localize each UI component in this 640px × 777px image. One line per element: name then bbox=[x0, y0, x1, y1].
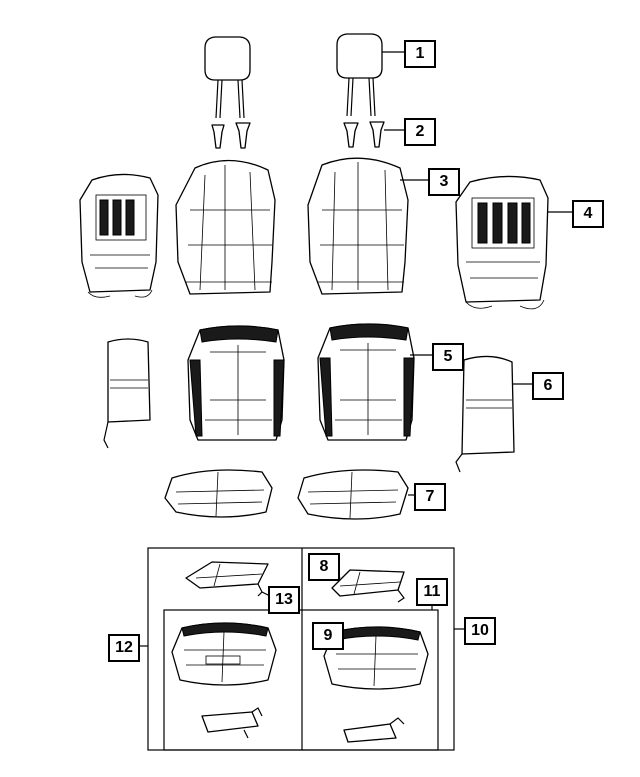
headrest-guides-left bbox=[211, 122, 251, 149]
callout-9: 9 bbox=[312, 622, 344, 650]
seatback-pad-left bbox=[187, 325, 285, 441]
callout-13: 13 bbox=[268, 586, 300, 614]
heater-mat-left bbox=[185, 561, 269, 597]
callout-8: 8 bbox=[308, 553, 340, 581]
callout-12: 12 bbox=[108, 634, 140, 662]
seatback-pad-right bbox=[317, 323, 415, 441]
callout-1: 1 bbox=[404, 40, 436, 68]
headrest-guides-right bbox=[343, 121, 385, 148]
callout-2: 2 bbox=[404, 118, 436, 146]
seatback-panel-right bbox=[455, 355, 515, 473]
callout-4: 4 bbox=[572, 200, 604, 228]
module-left bbox=[201, 707, 263, 739]
seat-cushion-pad-right bbox=[323, 626, 429, 690]
seatback-frame-right bbox=[455, 175, 549, 310]
heater-mat-right bbox=[331, 569, 405, 603]
callout-3: 3 bbox=[428, 168, 460, 196]
callout-7: 7 bbox=[414, 483, 446, 511]
headrest-right bbox=[336, 33, 383, 117]
callout-5: 5 bbox=[432, 343, 464, 371]
seatback-cover-left bbox=[175, 159, 276, 295]
callout-10: 10 bbox=[464, 617, 496, 645]
seat-cushion-cover-right bbox=[297, 469, 409, 520]
seatback-panel-left bbox=[103, 338, 151, 449]
seatback-cover-right bbox=[307, 157, 409, 295]
module-right bbox=[343, 717, 405, 743]
seatback-frame-left bbox=[79, 173, 159, 298]
headrest-left bbox=[204, 36, 251, 119]
callout-6: 6 bbox=[532, 372, 564, 400]
seat-cushion-pad-left bbox=[171, 622, 277, 686]
callout-11: 11 bbox=[416, 578, 448, 606]
seat-cushion-cover-left bbox=[164, 469, 273, 518]
kit-box bbox=[147, 547, 455, 751]
